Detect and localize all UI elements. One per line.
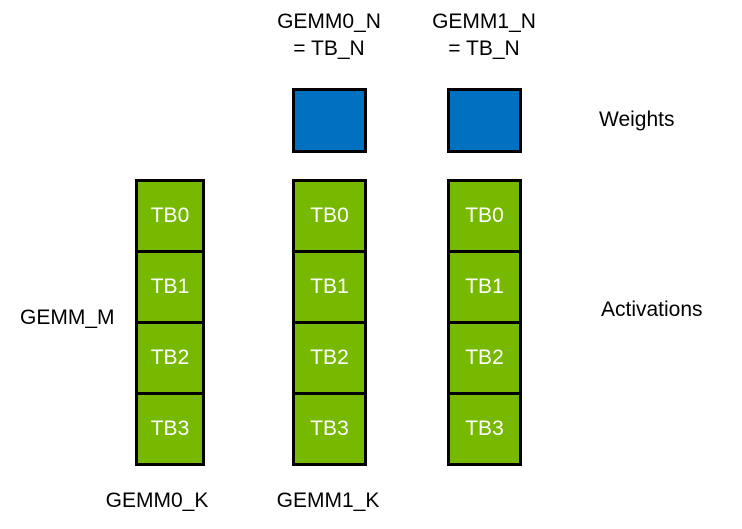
tb-cell: TB3 (135, 392, 205, 466)
gemm-m-dimension-label: GEMM_M (20, 306, 115, 329)
gemm0-n-dimension-label: GEMM0_N = TB_N (249, 8, 409, 62)
weights-block-gemm1 (447, 88, 522, 153)
weights-block-gemm0 (292, 88, 367, 153)
tb-cell: TB2 (292, 321, 367, 395)
gemm0-n-label-line2: = TB_N (293, 37, 365, 60)
gemm1-n-label-line1: GEMM1_N (432, 10, 536, 33)
tb-cell: TB1 (135, 250, 205, 324)
gemm1-k-dimension-label: GEMM1_K (276, 489, 380, 512)
tb-cell: TB0 (447, 179, 522, 253)
activations-legend-label: Activations (601, 298, 703, 321)
tb-cell: TB0 (292, 179, 367, 253)
tb-cell: TB2 (447, 321, 522, 395)
tb-cell: TB3 (292, 392, 367, 466)
tb-cell: TB1 (292, 250, 367, 324)
tb-cell: TB1 (447, 250, 522, 324)
tb-cell: TB0 (135, 179, 205, 253)
gemm0-k-dimension-label: GEMM0_K (105, 489, 209, 512)
tb-cell: TB3 (447, 392, 522, 466)
weights-legend-label: Weights (599, 108, 675, 131)
activations-column-gemm1: TB0 TB1 TB2 TB3 (447, 179, 522, 466)
tb-cell: TB2 (135, 321, 205, 395)
gemm1-n-dimension-label: GEMM1_N = TB_N (404, 8, 564, 62)
activations-column-gemm0: TB0 TB1 TB2 TB3 (292, 179, 367, 466)
gemm1-n-label-line2: = TB_N (448, 37, 520, 60)
gemm0-n-label-line1: GEMM0_N (277, 10, 381, 33)
activations-column-left: TB0 TB1 TB2 TB3 (135, 179, 205, 466)
